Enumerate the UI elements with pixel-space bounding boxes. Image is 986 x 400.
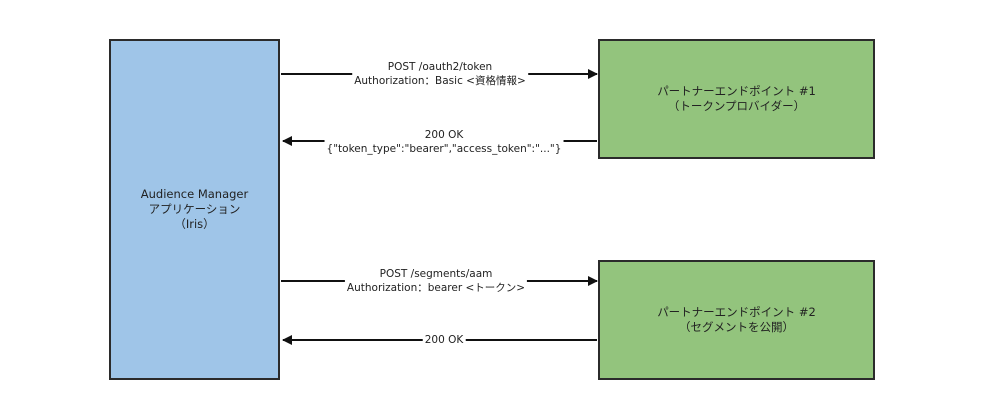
partner-endpoint-1-role: （トークンプロバイダー） [667,99,806,113]
token-response-status: 200 OK [424,129,464,141]
token-response-body: {"token_type":"bearer","access_token":".… [326,143,562,155]
partner-endpoint-2-role: （セグメントを公開） [678,320,794,334]
audience-manager-title: Audience Manager [140,187,249,201]
token-request-method: POST /oauth2/token [387,61,493,73]
audience-manager-subtitle: アプリケーション [148,202,241,216]
token-request-label: POST /oauth2/token Authorization：Basic <… [352,60,528,88]
segments-request-auth: Authorization：bearer <トークン> [346,282,526,294]
partner-endpoint-1-box: パートナーエンドポイント #1 （トークンプロバイダー） [598,39,875,159]
segments-response-label: 200 OK [422,333,466,347]
token-response-label: 200 OK {"token_type":"bearer","access_to… [324,128,564,156]
segments-response-status: 200 OK [424,334,464,346]
segments-request-label: POST /segments/aam Authorization：bearer … [344,267,528,295]
partner-endpoint-1-title: パートナーエンドポイント #1 [657,84,816,98]
token-request-auth: Authorization：Basic <資格情報> [354,75,526,87]
segments-request-method: POST /segments/aam [379,268,493,280]
partner-endpoint-2-title: パートナーエンドポイント #2 [657,305,816,319]
audience-manager-box: Audience Manager アプリケーション （Iris） [109,39,280,380]
partner-endpoint-2-box: パートナーエンドポイント #2 （セグメントを公開） [598,260,875,380]
audience-manager-iris: （Iris） [174,217,215,231]
